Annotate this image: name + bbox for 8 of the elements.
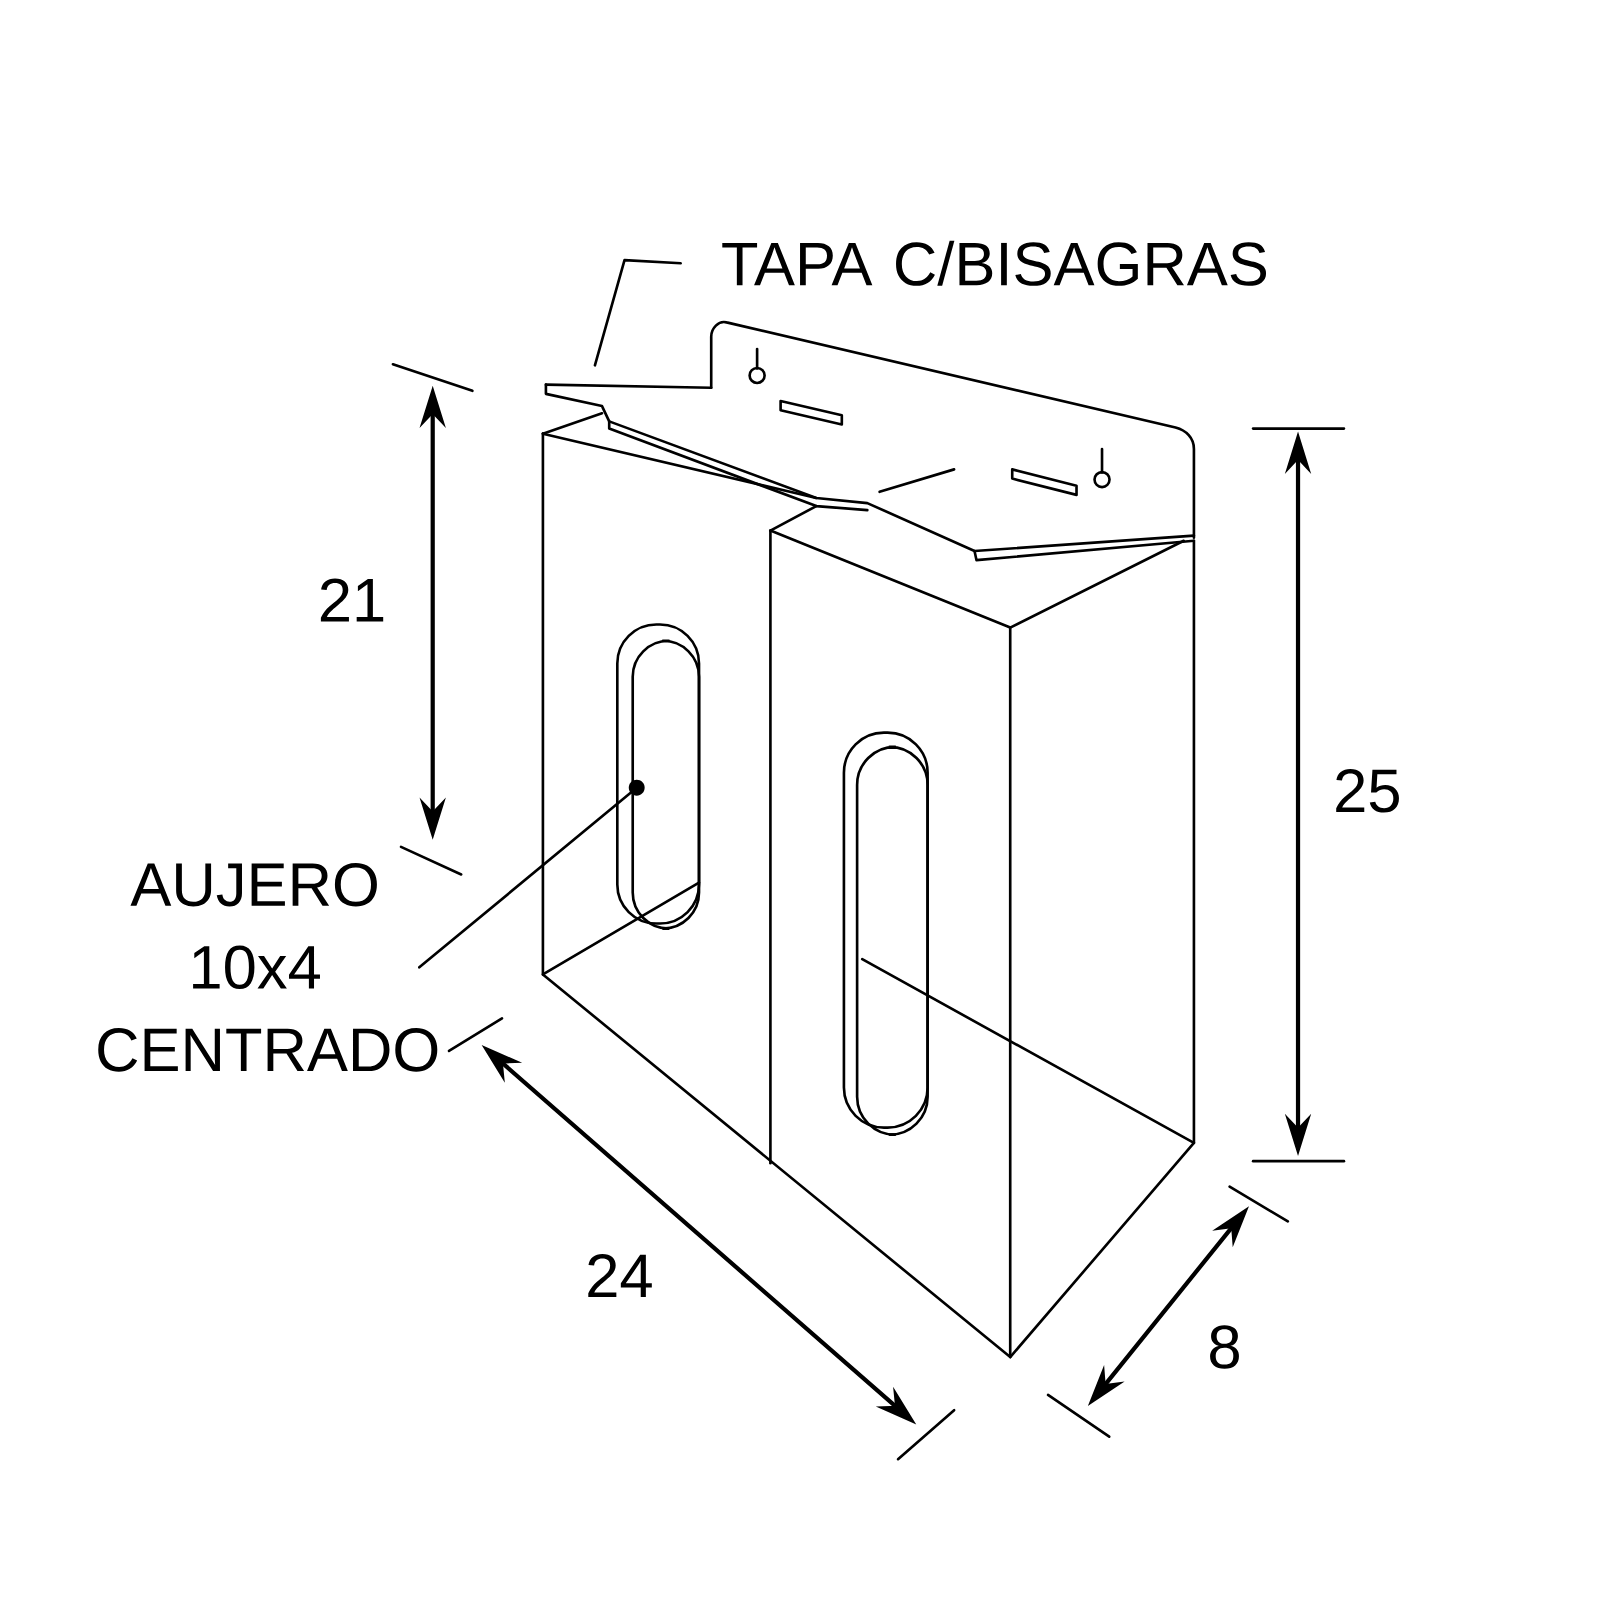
callout-text: AUJERO 10x4 CENTRADO	[98, 862, 438, 1072]
dimension-label: 21	[320, 578, 384, 622]
dimension-label: 8	[1210, 1325, 1239, 1369]
leader-line	[418, 779, 645, 969]
dimension-label: 24	[588, 1254, 652, 1297]
leader-line	[593, 258, 683, 367]
dimension-label: 25	[1336, 769, 1399, 813]
callout-text: TAPA C/BISAGRAS	[722, 240, 1267, 286]
